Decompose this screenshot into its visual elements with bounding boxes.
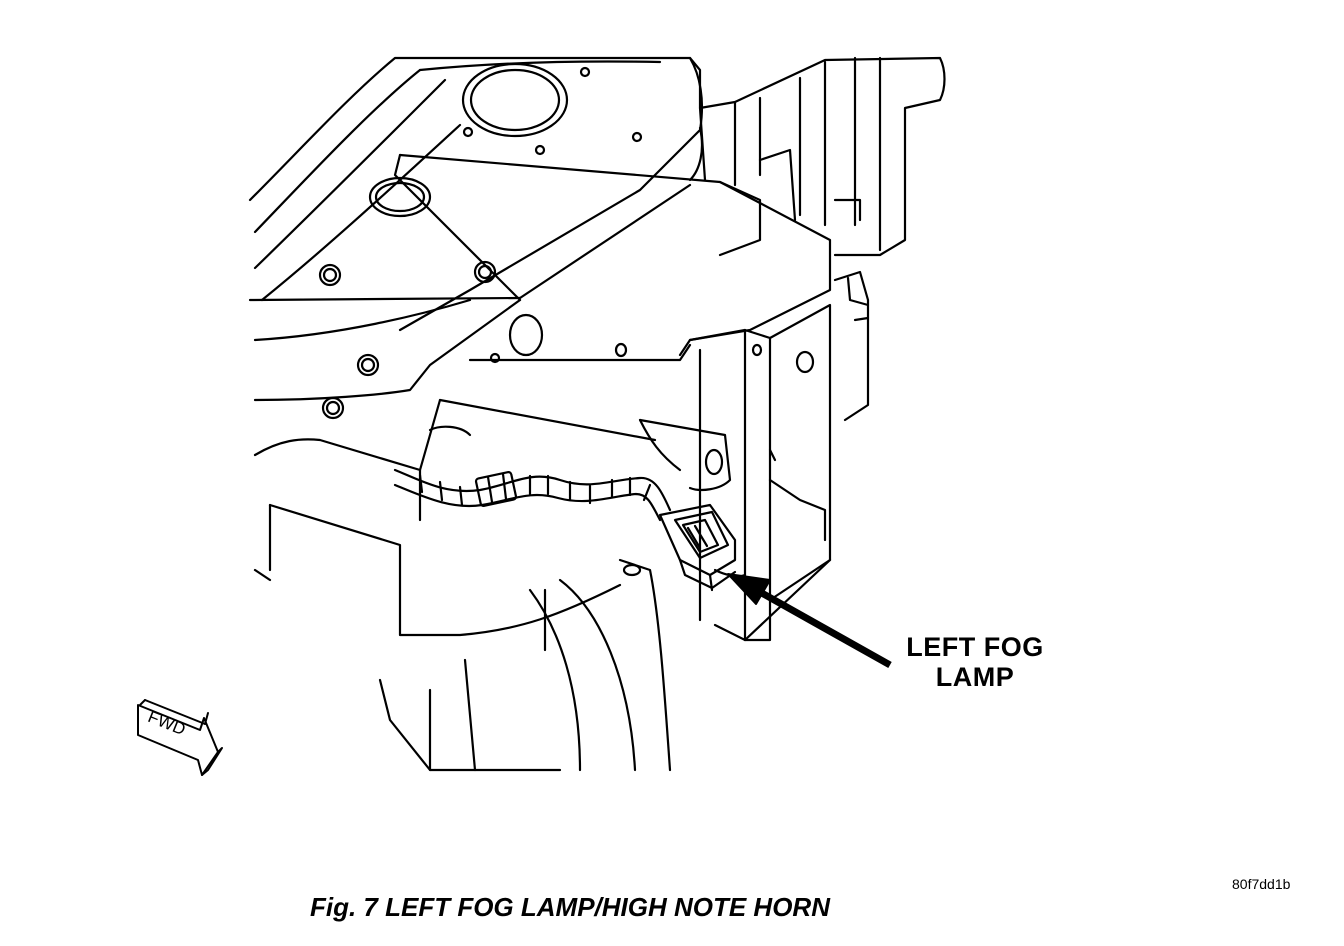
left-fog-lamp-callout: LEFT FOG LAMP <box>880 632 1070 692</box>
figure-caption: Fig. 7 LEFT FOG LAMP/HIGH NOTE HORN <box>310 892 830 922</box>
callout-line-2: LAMP <box>935 662 1015 692</box>
fog-lamp-connector <box>658 503 747 592</box>
upper-body-panel <box>248 56 704 332</box>
callout-arrow-icon <box>727 573 892 669</box>
wiring-harness <box>393 468 672 522</box>
frame-crossmember <box>248 153 832 420</box>
vertical-bracket <box>688 303 832 642</box>
callout-line-1: LEFT FOG <box>906 632 1044 662</box>
figure-id: 80f7dd1b <box>1232 876 1291 892</box>
fwd-arrow-icon: FWD <box>137 699 223 776</box>
lower-structure <box>253 398 732 772</box>
radiator-support <box>688 56 946 422</box>
